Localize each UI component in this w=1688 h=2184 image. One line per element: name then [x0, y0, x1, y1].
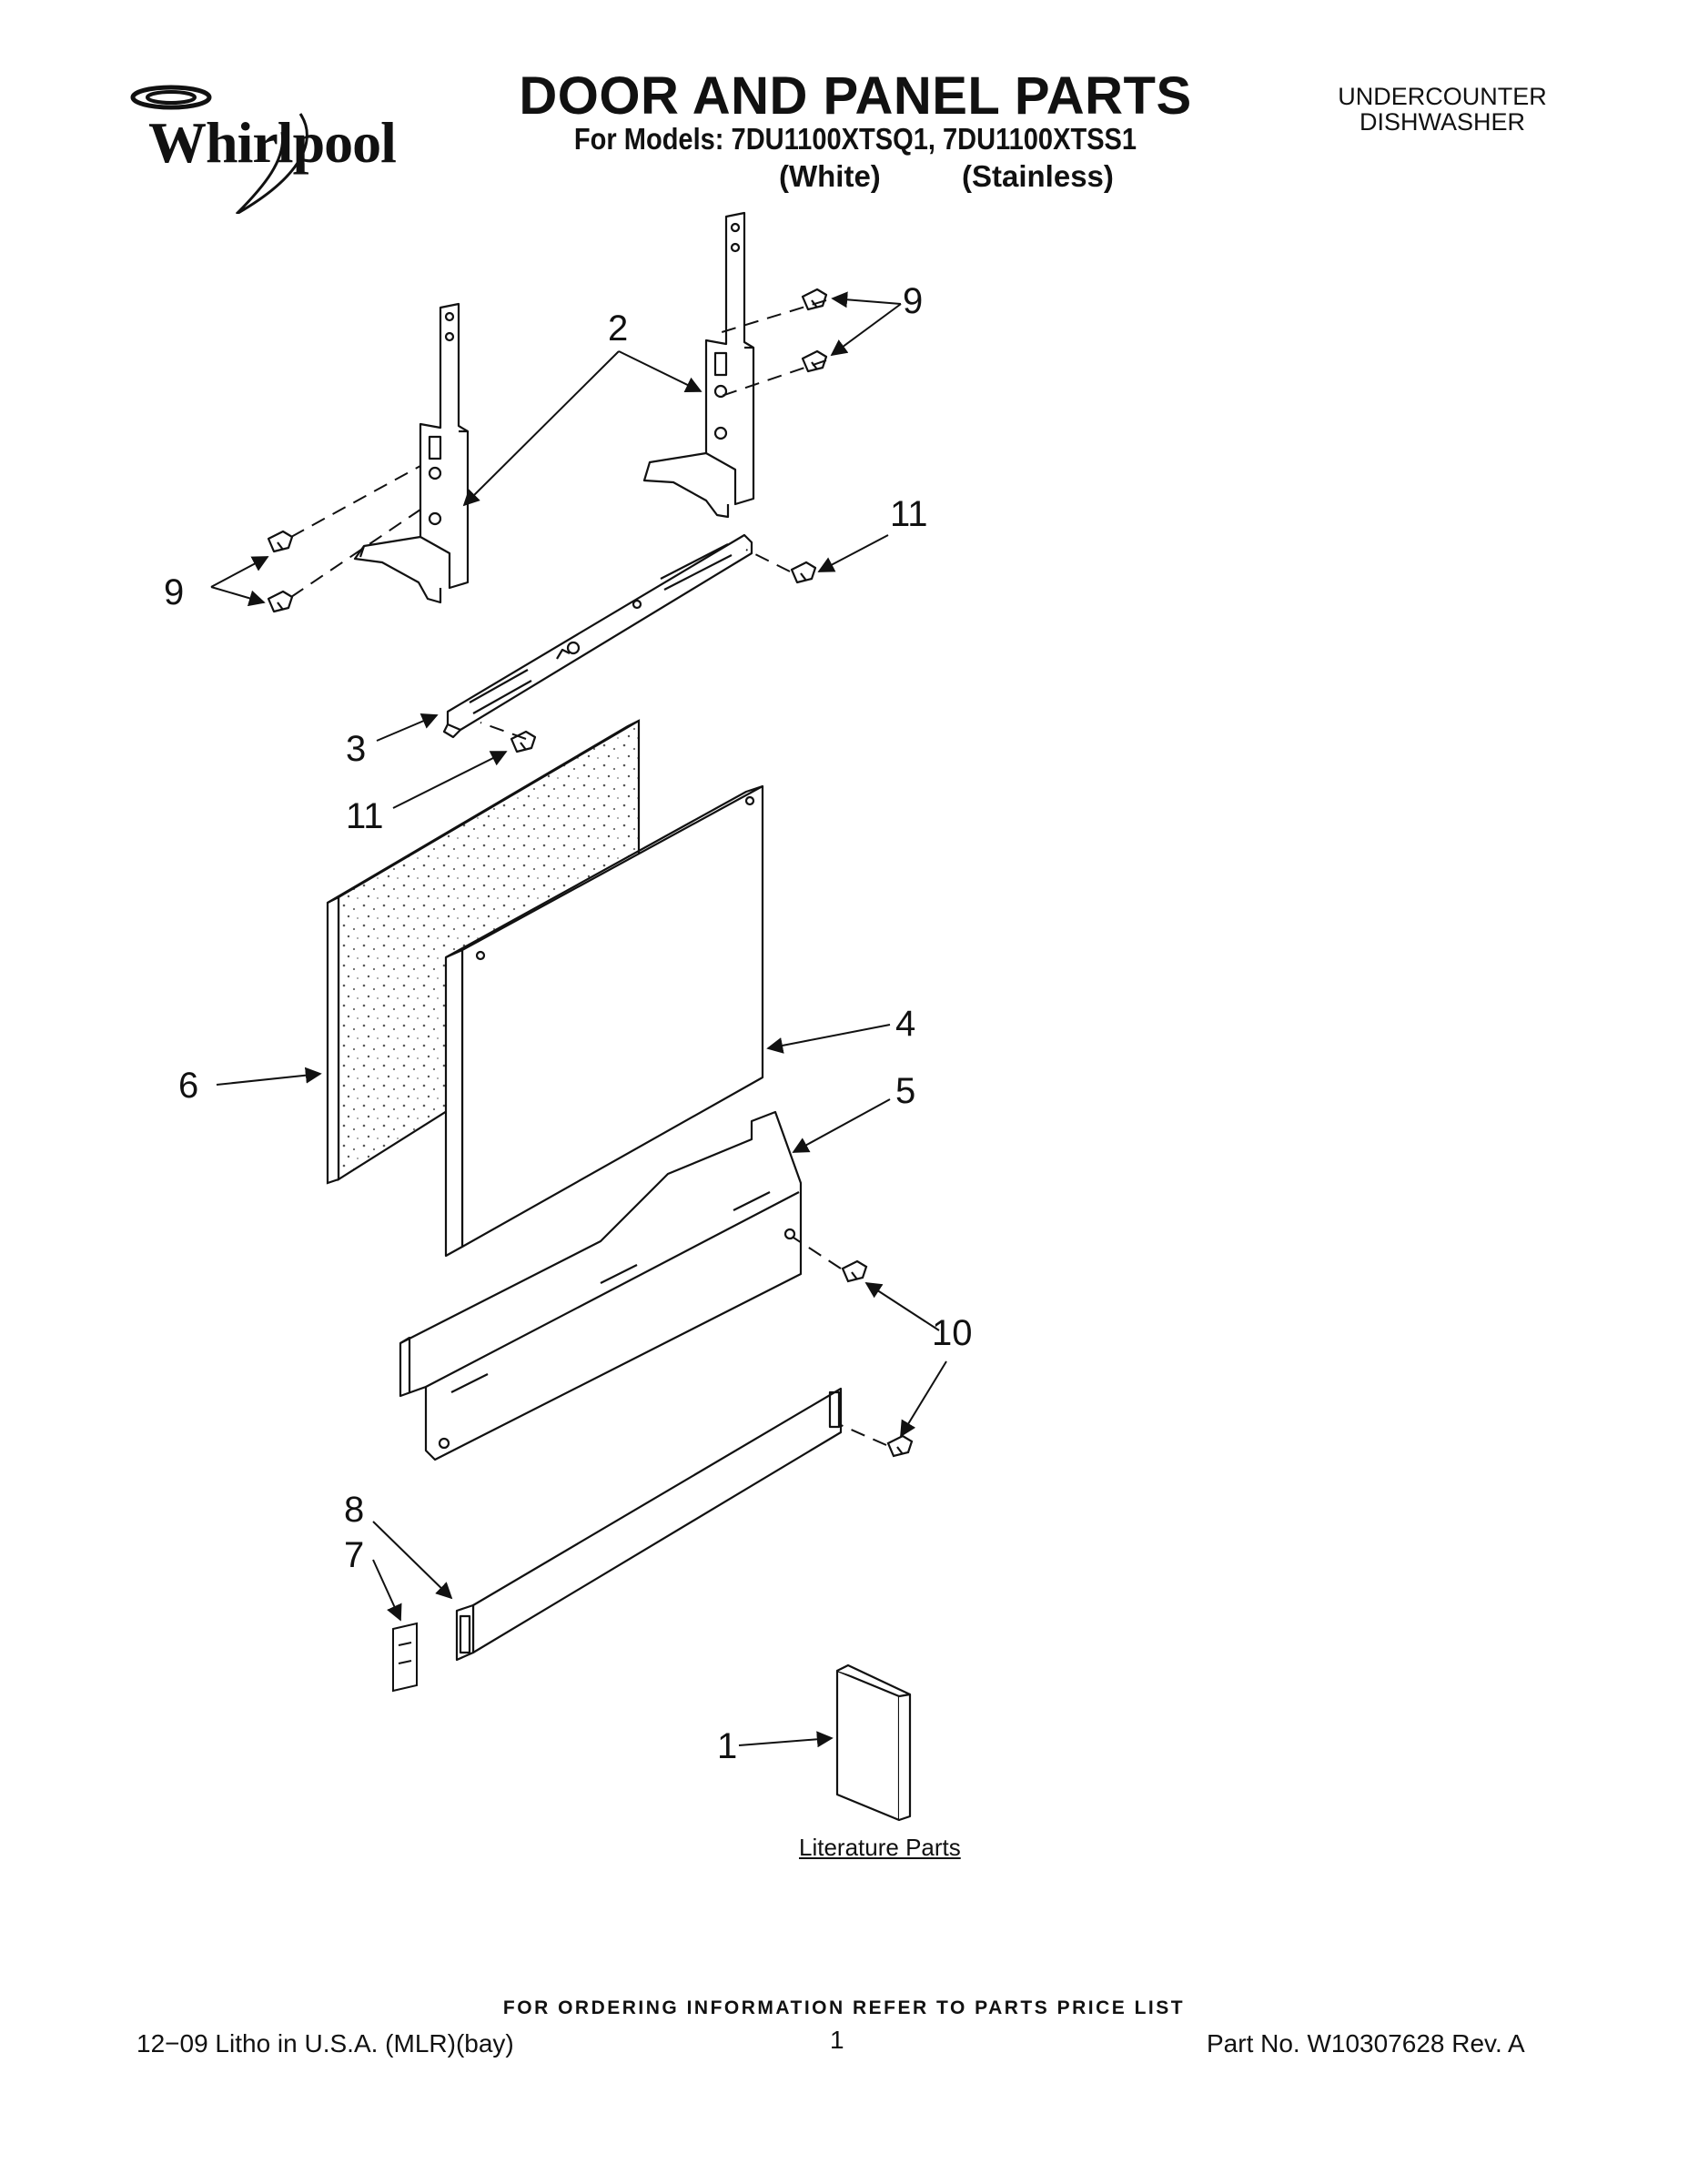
- category-line-1: UNDERCOUNTER: [1338, 83, 1547, 110]
- variant-stainless-label: (Stainless): [962, 159, 1114, 193]
- callout-1: 1: [717, 1726, 737, 1766]
- bracket-screws: [510, 561, 817, 753]
- callout-7: 7: [344, 1535, 364, 1575]
- litho-info: 12−09 Litho in U.S.A. (MLR)(bay): [136, 2029, 514, 2058]
- callout-11-right: 11: [890, 494, 928, 534]
- page-title: DOOR AND PANEL PARTS: [519, 66, 1192, 126]
- hinge-screws-left: [267, 530, 294, 613]
- callout-2: 2: [608, 308, 628, 349]
- left-hinge-bracket: [353, 302, 470, 604]
- callout-9-right: 9: [903, 281, 923, 321]
- assembly-lines: [290, 299, 887, 1446]
- leader-arrows: [210, 291, 947, 1748]
- ordering-note: FOR ORDERING INFORMATION REFER TO PARTS …: [502, 1997, 1186, 2018]
- toe-strip-clip: [392, 1622, 418, 1693]
- toe-strip: [455, 1387, 843, 1662]
- literature-parts-label: Literature Parts: [799, 1834, 961, 1861]
- callout-10: 10: [932, 1313, 973, 1353]
- callout-5: 5: [895, 1071, 915, 1111]
- outer-door-panel: [444, 784, 764, 1258]
- appliance-category: UNDERCOUNTER DISHWASHER: [1292, 84, 1592, 135]
- part-number: Part No. W10307628 Rev. A: [1207, 2029, 1525, 2058]
- callout-8: 8: [344, 1490, 364, 1530]
- brand-wordmark: Whirlpool: [148, 110, 397, 175]
- category-line-2: DISHWASHER: [1359, 108, 1525, 136]
- page-number: 1: [830, 2026, 844, 2054]
- callout-11-left: 11: [346, 796, 384, 836]
- model-numbers: For Models: 7DU1100XTSQ1, 7DU1100XTSS1: [573, 122, 1137, 156]
- callout-3: 3: [346, 729, 366, 769]
- callout-6: 6: [178, 1066, 198, 1106]
- callout-4: 4: [895, 1004, 915, 1044]
- lower-access-panel: [399, 1110, 803, 1461]
- callout-9-left: 9: [164, 572, 184, 612]
- whirlpool-logo: [130, 85, 308, 214]
- variant-white-label: (White): [779, 159, 881, 193]
- door-top-bracket: [442, 533, 753, 739]
- literature-parts: [835, 1663, 912, 1822]
- right-hinge-bracket: [642, 211, 755, 519]
